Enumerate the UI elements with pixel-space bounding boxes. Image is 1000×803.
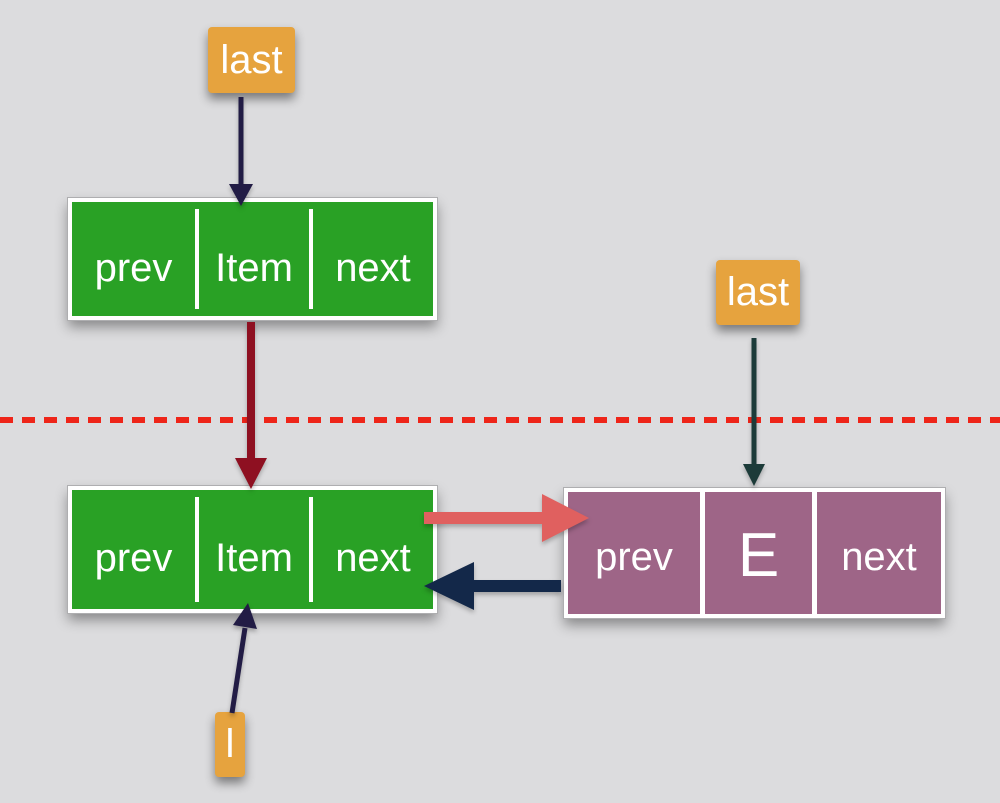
dashed-separator-line — [0, 417, 1000, 423]
cell-next: next — [841, 534, 917, 579]
cell-divider — [309, 209, 313, 309]
arrow-l-to-green-bottom — [229, 603, 257, 714]
arrow-last-top-to-node — [229, 97, 253, 206]
cell-next: next — [335, 245, 411, 290]
node-green-top: prev Item next — [68, 198, 437, 320]
pointer-label-last-top: last — [208, 27, 295, 93]
node-green-bottom: prev Item next — [68, 486, 437, 613]
cell-item: Item — [215, 536, 293, 580]
arrow-purple-prev-to-green — [424, 562, 561, 610]
node-purple-e: prev E next — [564, 488, 945, 618]
cell-item: Item — [215, 245, 293, 290]
arrow-last-right-to-purple — [743, 338, 765, 486]
cell-next: next — [335, 536, 411, 580]
cell-divider — [195, 497, 199, 602]
cell-divider — [812, 492, 817, 614]
cell-prev: prev — [595, 534, 673, 579]
cell-divider — [195, 209, 199, 309]
pointer-label-last-right: last — [716, 260, 800, 325]
cell-prev: prev — [94, 245, 173, 290]
cell-prev: prev — [94, 536, 173, 580]
cell-element-e: E — [737, 520, 780, 590]
arrow-green-top-to-green-bottom — [235, 322, 267, 489]
cell-divider — [309, 497, 313, 602]
pointer-label-l: l — [215, 712, 245, 777]
cell-divider — [700, 492, 705, 614]
